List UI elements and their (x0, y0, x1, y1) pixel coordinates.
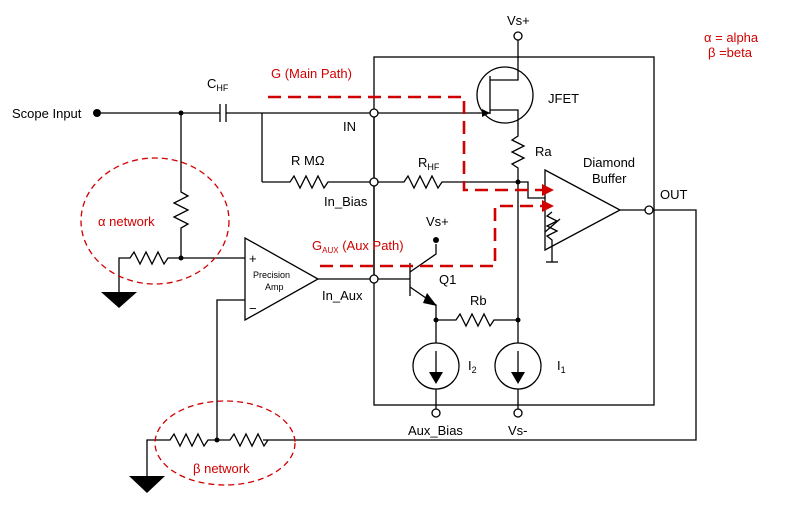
feedback-wire (263, 209, 697, 441)
jfet-label: JFET (548, 91, 579, 106)
node-alpha-mid (178, 255, 184, 261)
i2-current-source (412, 342, 460, 390)
in-aux-pin (369, 274, 379, 284)
q1-transistor (378, 244, 437, 320)
i2-label: I2 (468, 358, 477, 375)
ra-label: Ra (535, 144, 552, 159)
alpha-vertical-resistor (172, 113, 190, 258)
in-label: IN (343, 119, 356, 134)
jfet (476, 60, 534, 128)
in-bias-label: In_Bias (324, 194, 368, 209)
rhf-resistor (378, 174, 518, 190)
out-pin (644, 205, 654, 215)
precision-amp (244, 236, 320, 322)
scope-input-label: Scope Input (12, 106, 82, 121)
beta-network-outline (154, 400, 296, 486)
rhf-label: RHF (418, 155, 440, 172)
precision-amp-label-2: Amp (265, 282, 284, 292)
aux-bias-label: Aux_Bias (408, 423, 463, 438)
ground-symbol-beta (129, 476, 165, 493)
chf-capacitor (219, 104, 227, 122)
main-path-trace (268, 95, 542, 192)
vs-minus-label: Vs- (508, 423, 528, 438)
aux-path-arrowhead (542, 200, 554, 212)
i1-label: I1 (557, 358, 566, 375)
in-bias-pin (369, 177, 379, 187)
main-path-arrowhead (542, 184, 554, 196)
buffer-trim-pot (544, 211, 561, 263)
q1-label: Q1 (439, 272, 456, 287)
rb-resistor (436, 312, 518, 328)
beta-network-label: β network (193, 461, 250, 476)
alpha-horizontal-resistor (118, 250, 245, 292)
r-mohm-resistor (262, 174, 374, 190)
precision-amp-minus: − (249, 301, 257, 316)
precision-amp-plus: + (249, 251, 257, 266)
vs-minus-pin (513, 408, 523, 418)
rb-label: Rb (470, 293, 487, 308)
beta-network-resistors (146, 432, 269, 476)
alpha-network-outline (80, 157, 230, 285)
legend-beta: β =beta (708, 45, 753, 60)
aux-path-trace (320, 204, 542, 268)
in-aux-label: In_Aux (322, 288, 363, 303)
vs-plus-top-terminal (513, 31, 523, 41)
scope-input-terminal (93, 109, 101, 117)
aux-path-label: GAUX (Aux Path) (312, 238, 404, 255)
vs-plus-q1-label: Vs+ (426, 214, 449, 229)
buffer-ic-box (373, 56, 655, 406)
main-path-label: G (Main Path) (271, 66, 352, 81)
node-alpha-top (178, 110, 184, 116)
node-beta-mid (214, 437, 220, 443)
legend-alpha: α = alpha (704, 30, 759, 45)
alpha-network-label: α network (98, 214, 155, 229)
amp-minus-wire (216, 299, 245, 440)
diamond-buffer-label-2: Buffer (592, 171, 627, 186)
vs-plus-top-label: Vs+ (507, 13, 530, 28)
in-pin (369, 108, 379, 118)
aux-bias-pin (431, 408, 441, 418)
out-label: OUT (660, 187, 688, 202)
ra-resistor (510, 128, 526, 320)
ground-symbol-alpha (101, 292, 137, 308)
in-wire (226, 112, 374, 182)
precision-amp-label-1: Precision (253, 270, 290, 280)
vs-plus-q1-terminal (433, 237, 439, 243)
r-mohm-label: R MΩ (291, 153, 325, 168)
i1-current-source (494, 342, 542, 390)
chf-label: CHF (207, 76, 229, 93)
diamond-buffer-label-1: Diamond (583, 155, 635, 170)
